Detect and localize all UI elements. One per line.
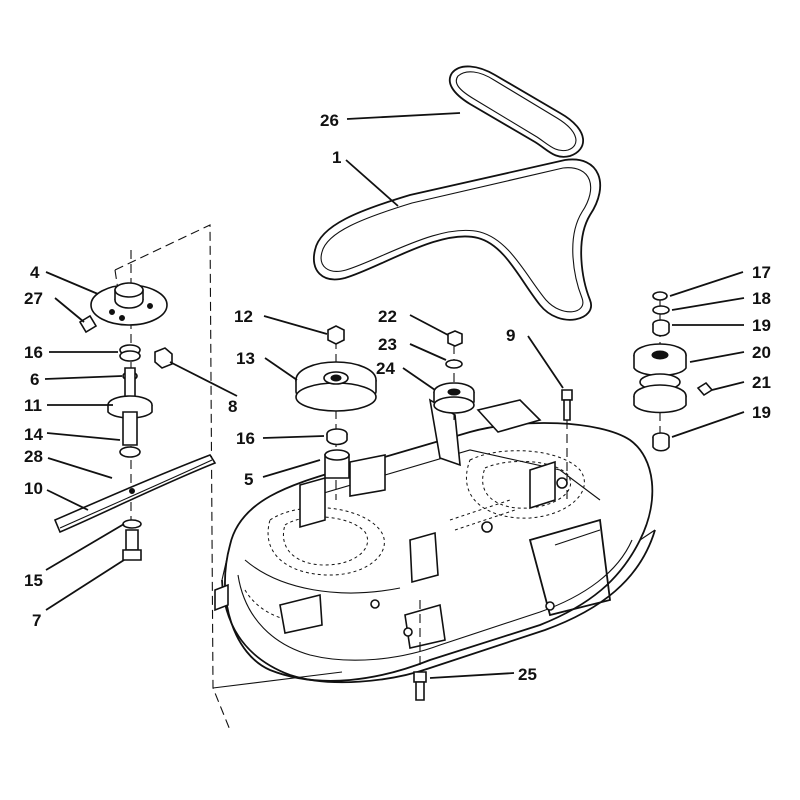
belt-1 xyxy=(313,158,602,321)
callout-22: 22 xyxy=(378,307,397,326)
callout-12: 12 xyxy=(234,307,253,326)
spindle-assembly-center xyxy=(295,325,377,500)
callout-7: 7 xyxy=(32,611,41,630)
callout-11: 11 xyxy=(24,396,42,415)
mower-deck xyxy=(214,398,656,684)
callout-16-left: 16 xyxy=(24,343,43,362)
callout-13: 13 xyxy=(236,349,255,368)
callout-20: 20 xyxy=(752,343,771,362)
callout-25: 25 xyxy=(518,665,537,684)
leader-lines xyxy=(44,112,745,679)
callout-26: 26 xyxy=(320,111,339,130)
idler-assembly xyxy=(433,330,573,500)
spindle-assembly-left xyxy=(53,224,343,731)
callout-8: 8 xyxy=(228,397,237,416)
bolt-25 xyxy=(413,600,427,701)
callout-28: 28 xyxy=(24,447,43,466)
callout-1: 1 xyxy=(332,148,341,167)
callout-5: 5 xyxy=(244,470,253,489)
belt-26 xyxy=(448,65,585,158)
callout-27: 27 xyxy=(24,289,43,308)
callout-24: 24 xyxy=(376,359,395,378)
callout-18: 18 xyxy=(752,289,771,308)
callout-19-upper: 19 xyxy=(752,316,771,335)
callout-6: 6 xyxy=(30,370,39,389)
callout-16-center: 16 xyxy=(236,429,255,448)
spindle-assembly-right xyxy=(633,291,714,452)
callouts: 26 1 4 27 16 6 8 11 14 28 10 15 7 12 13 … xyxy=(24,111,771,684)
callout-15: 15 xyxy=(24,571,43,590)
callout-9: 9 xyxy=(506,326,515,345)
callout-10: 10 xyxy=(24,479,43,498)
callout-21: 21 xyxy=(752,373,771,392)
callout-14: 14 xyxy=(24,425,43,444)
callout-4: 4 xyxy=(30,263,40,282)
callout-23: 23 xyxy=(378,335,397,354)
callout-17: 17 xyxy=(752,263,771,282)
callout-19-lower: 19 xyxy=(752,403,771,422)
